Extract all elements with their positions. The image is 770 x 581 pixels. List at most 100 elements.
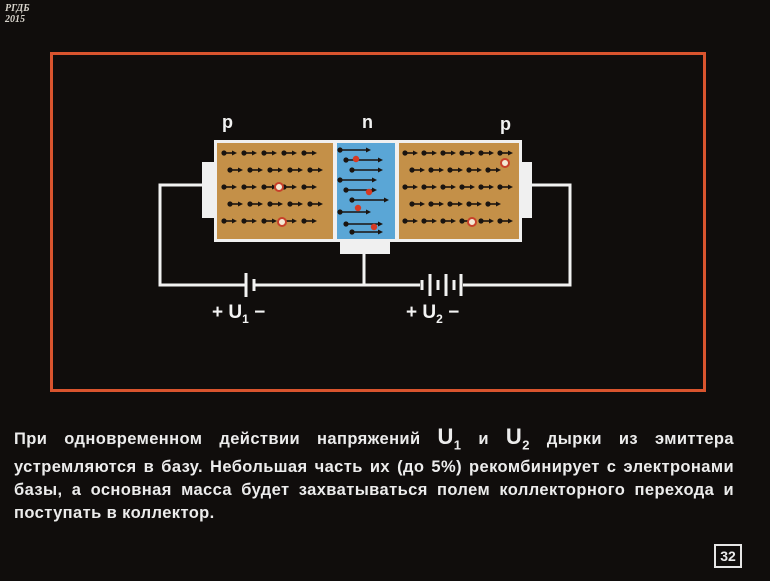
diagram-frame [50, 52, 706, 392]
hole-dot [485, 167, 491, 173]
hole-dot [409, 167, 415, 173]
emitter-contact [202, 162, 216, 218]
hole-arrowhead [278, 201, 283, 207]
hole-arrowhead [384, 197, 389, 203]
watermark: РГДБ 2015 [5, 3, 30, 25]
hole-arrowhead [378, 157, 383, 163]
hole-arrowhead [258, 167, 263, 173]
hole-arrowhead [258, 201, 263, 207]
hole-dot [221, 184, 227, 190]
hole-dot [447, 167, 453, 173]
hole-dot [241, 218, 247, 224]
hole-arrowhead [489, 150, 494, 156]
hole-arrowhead [318, 201, 323, 207]
hole-dot [307, 167, 313, 173]
emitter-region [217, 143, 333, 239]
electron-dot [365, 188, 373, 196]
hole-arrowhead [432, 218, 437, 224]
caption-u1: U1 [438, 424, 462, 452]
hole-dot [307, 201, 313, 207]
watermark-line1: РГДБ [5, 3, 30, 14]
label-u1: + U1 − [212, 302, 265, 326]
hole-arrowhead [232, 150, 237, 156]
hole-dot [247, 201, 253, 207]
hole-dot [301, 218, 307, 224]
hole-dot [421, 150, 427, 156]
hole-arrowhead [432, 184, 437, 190]
watermark-line2: 2015 [5, 14, 25, 25]
hole-arrowhead [458, 201, 463, 207]
hole-dot [281, 150, 287, 156]
hole-dot [466, 201, 472, 207]
hole-arrowhead [312, 218, 317, 224]
hole-arrowhead [496, 167, 501, 173]
hole-dot [349, 229, 355, 235]
hole-arrowhead [420, 167, 425, 173]
hole-dot [267, 201, 273, 207]
hole-arrowhead [378, 167, 383, 173]
hole-dot [409, 201, 415, 207]
caption-part2: и [461, 430, 506, 448]
u1-sub: 1 [242, 311, 249, 326]
hole-arrowhead [477, 167, 482, 173]
hole-dot [301, 150, 307, 156]
battery-u1-icon [244, 273, 256, 297]
hole-dot [459, 150, 465, 156]
hole-arrowhead [292, 184, 297, 190]
hole-arrowhead [232, 218, 237, 224]
hole-arrowhead [372, 187, 377, 193]
hole-dot [227, 201, 233, 207]
u2-name: U [422, 302, 437, 323]
hole-dot [466, 167, 472, 173]
hole-dot [261, 184, 267, 190]
hole-arrowhead [451, 184, 456, 190]
hole-dot [337, 177, 343, 183]
hole-dot [337, 209, 343, 215]
label-p-emitter: p [222, 112, 233, 132]
hole-arrowhead [292, 218, 297, 224]
hole-arrowhead [458, 167, 463, 173]
electron-dot [354, 204, 362, 212]
u2-sub: 2 [436, 311, 443, 326]
hole-arrowhead [312, 150, 317, 156]
hole-dot [497, 184, 503, 190]
u1-name: U [228, 302, 243, 323]
ion-ring [500, 158, 510, 168]
hole-dot [227, 167, 233, 173]
hole-arrowhead [496, 201, 501, 207]
hole-dot [343, 221, 349, 227]
hole-dot [301, 184, 307, 190]
caption-part1: При одновременном действии напряжений [14, 430, 438, 448]
hole-dot [440, 150, 446, 156]
u2-plus: + [406, 302, 418, 323]
hole-dot [478, 218, 484, 224]
hole-dot [247, 167, 253, 173]
hole-arrowhead [252, 184, 257, 190]
hole-dot [497, 150, 503, 156]
electron-dot [352, 155, 360, 163]
hole-arrowhead [312, 184, 317, 190]
caption-part3: дырки из эмиттера устремляются в базу. Н… [14, 430, 734, 523]
hole-dot [261, 150, 267, 156]
hole-arrowhead [477, 201, 482, 207]
hole-dot [459, 218, 465, 224]
caption-text: При одновременном действии напряжений U1… [14, 425, 734, 525]
u1-minus: − [254, 302, 266, 323]
page-number: 32 [714, 544, 742, 568]
hole-dot [459, 184, 465, 190]
hole-dot [440, 184, 446, 190]
hole-arrowhead [439, 167, 444, 173]
hole-dot [402, 184, 408, 190]
hole-dot [421, 184, 427, 190]
hole-dot [428, 201, 434, 207]
hole-dot [428, 167, 434, 173]
hole-arrowhead [413, 150, 418, 156]
label-p-collector: p [500, 114, 511, 134]
electron-dot [370, 223, 378, 231]
u1-plus: + [212, 302, 224, 323]
hole-arrowhead [470, 184, 475, 190]
hole-dot [349, 167, 355, 173]
hole-arrowhead [372, 177, 377, 183]
hole-dot [337, 147, 343, 153]
